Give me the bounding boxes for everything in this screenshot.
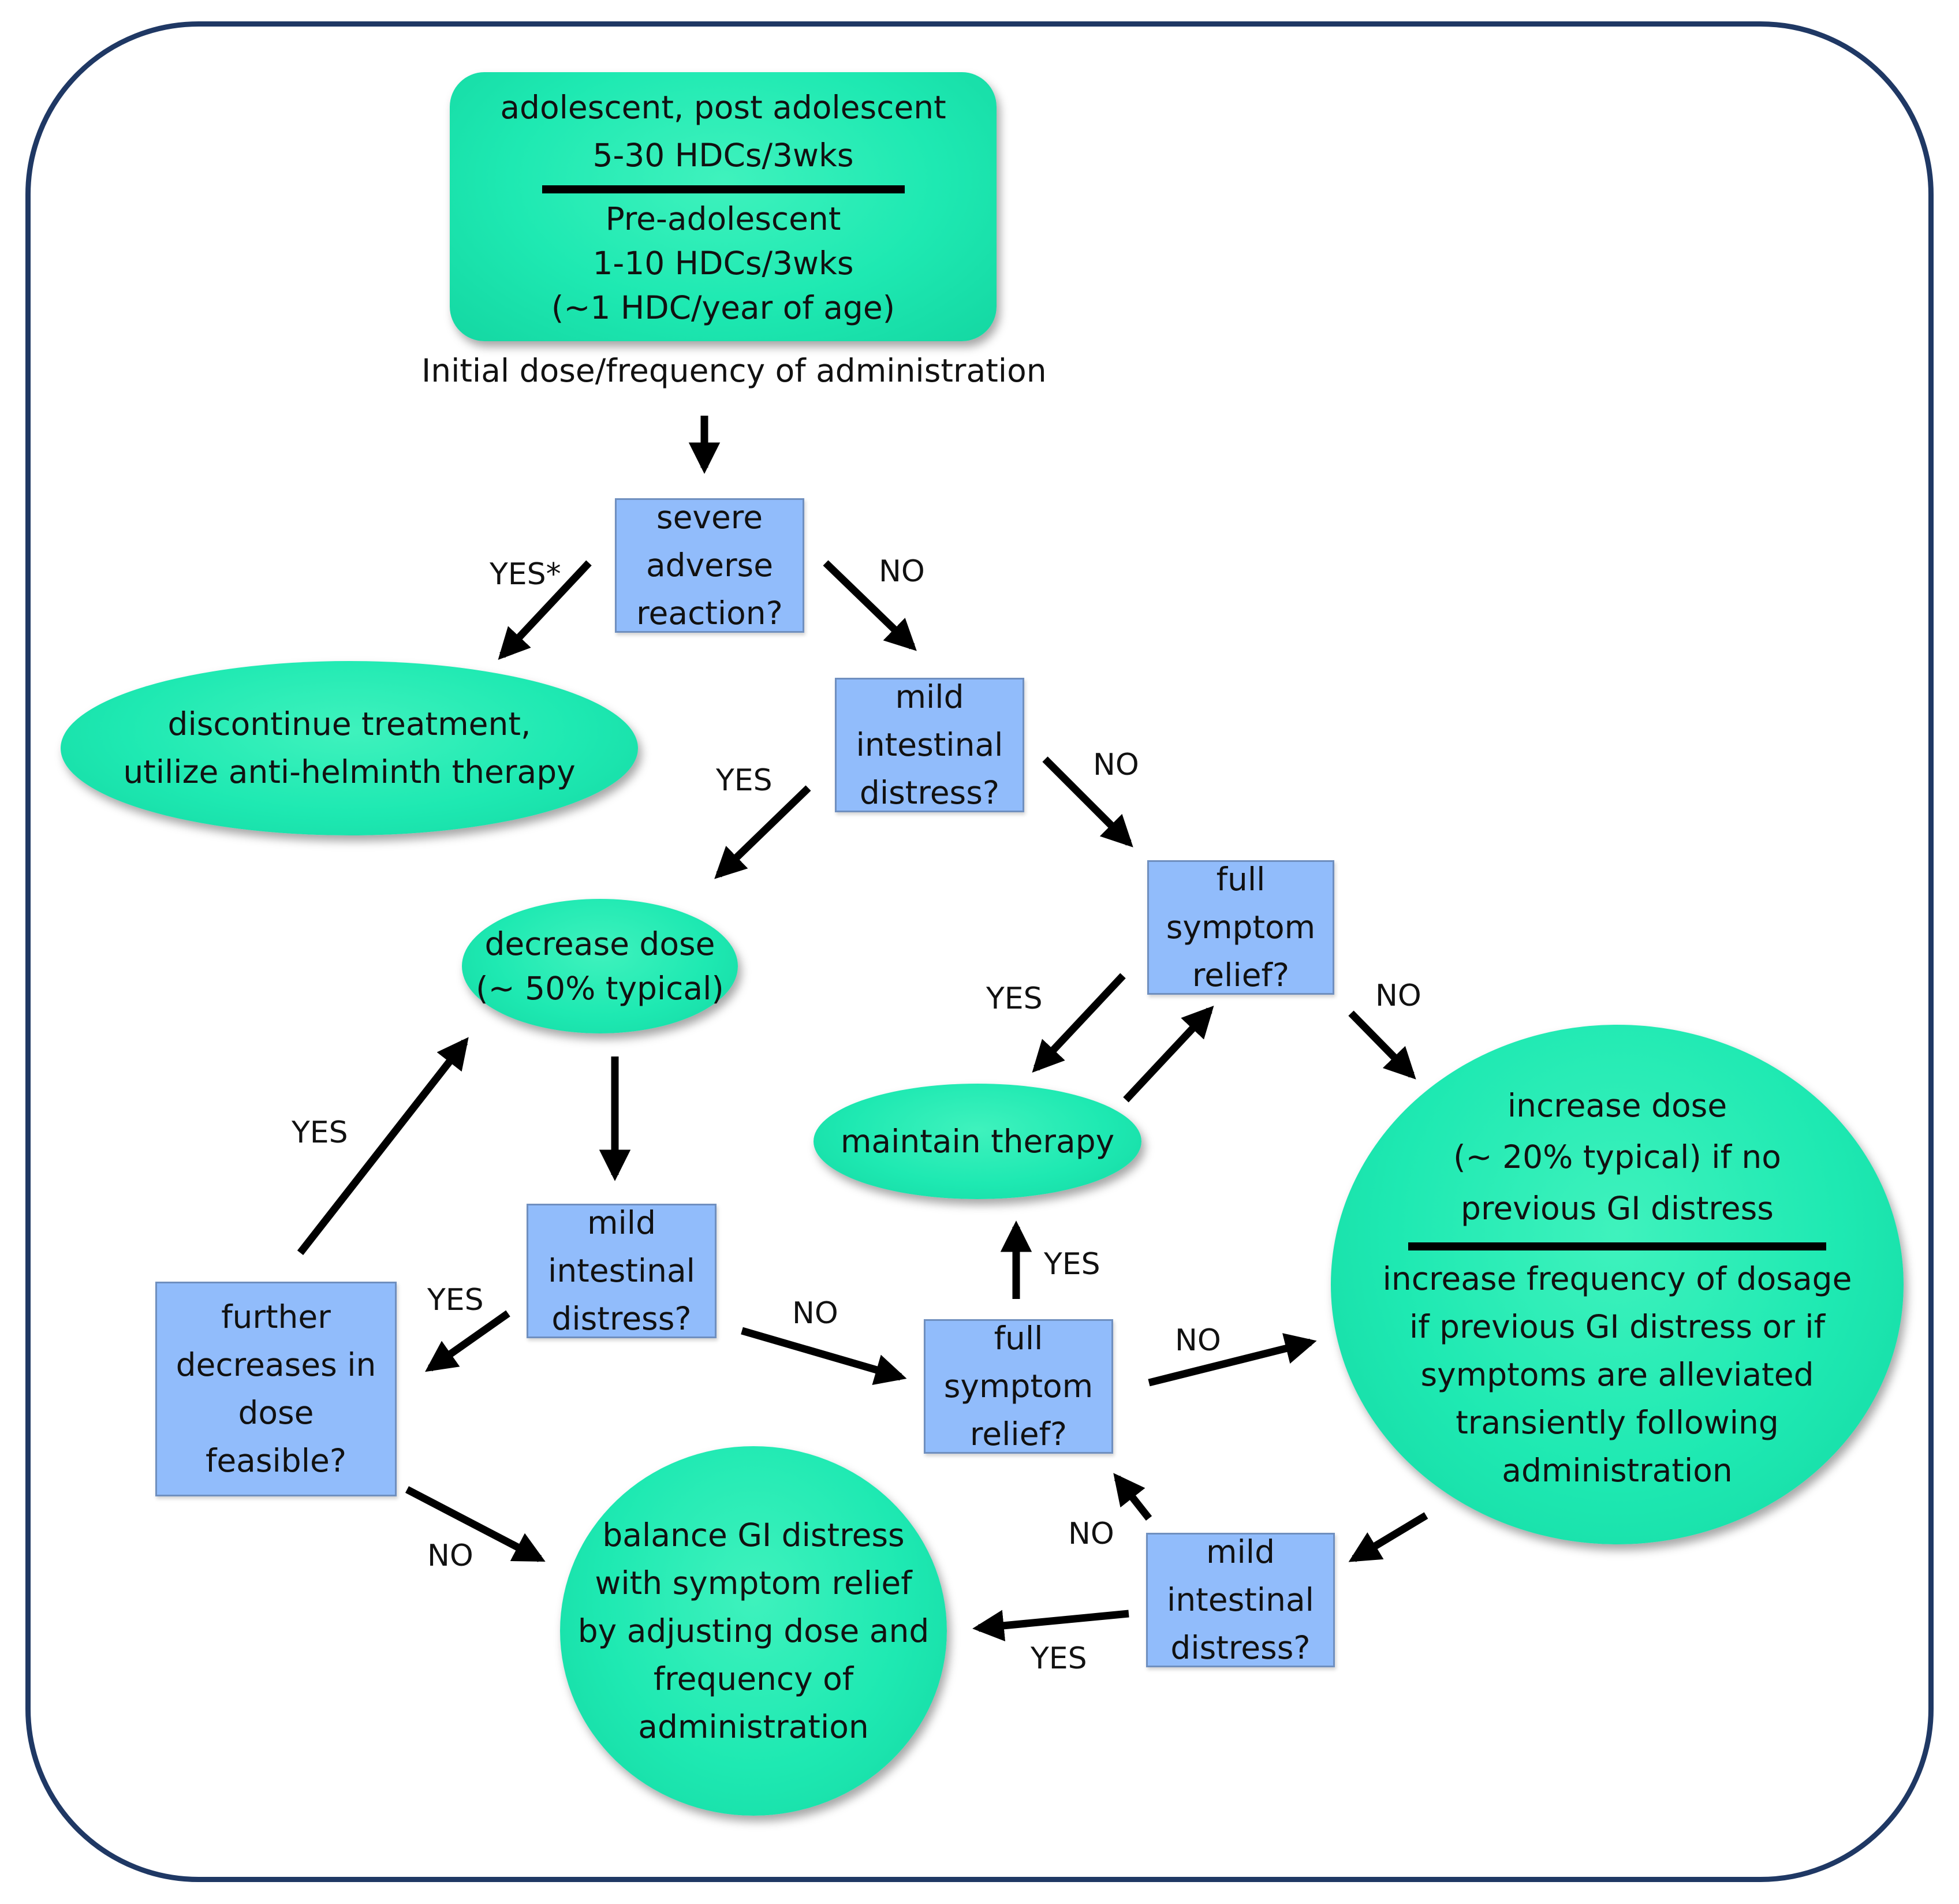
label-full1-no: NO (1375, 979, 1421, 1013)
increase-dose-node: increase dose (~ 20% typical) if no prev… (1331, 1025, 1904, 1544)
balance-node: balance GI distress with symptom relief … (560, 1446, 947, 1816)
maintain-therapy-node: maintain therapy (814, 1084, 1141, 1199)
discontinue-node: discontinue treatment, utilize anti-helm… (61, 661, 638, 835)
label-full2-no: NO (1175, 1323, 1221, 1358)
increase-dose-text: increase dose (~ 20% typical) if no prev… (1453, 1087, 1781, 1227)
arrow-severe-no (823, 560, 917, 651)
decrease-dose-node: decrease dose (~ 50% typical) (462, 899, 738, 1033)
arrow-full1-no (1348, 1010, 1416, 1080)
start-older-text: adolescent, post adolescent 5-30 HDCs/3w… (500, 88, 946, 174)
arrow-mild1-yes (714, 785, 811, 879)
arrow-mild3-yes (972, 1610, 1129, 1641)
label-further-no: NO (427, 1539, 473, 1573)
arrow-mild2-yes (425, 1310, 510, 1372)
label-mild3-yes: YES (1031, 1641, 1087, 1676)
increase-frequency-text: increase frequency of dosage if previous… (1382, 1260, 1852, 1489)
label-mild1-yes: YES (716, 763, 773, 798)
label-mild3-no: NO (1068, 1517, 1114, 1551)
mild-distress-question-2: mild intestinal distress? (527, 1204, 717, 1338)
label-severe-no: NO (879, 554, 925, 589)
label-mild1-no: NO (1093, 748, 1139, 782)
arrow-mild3-no (1113, 1473, 1152, 1521)
arrow-severe-yes (498, 560, 592, 660)
arrow-further-yes (297, 1037, 469, 1256)
mild-distress-question-1: mild intestinal distress? (835, 678, 1024, 812)
increase-divider (1408, 1242, 1826, 1250)
arrow-mild1-no (1042, 756, 1133, 848)
arrow-further-no (405, 1486, 546, 1562)
arrow-full2-no (1148, 1333, 1317, 1387)
arrow-increase-to-mild3 (1348, 1512, 1428, 1562)
full-relief-question-2: full symptom relief? (924, 1319, 1113, 1454)
arrow-mild2-no (741, 1327, 907, 1386)
arrow-maintain-to-full1 (1123, 1006, 1214, 1103)
label-severe-yes: YES* (490, 557, 561, 592)
label-full1-yes: YES (986, 981, 1043, 1016)
full-relief-question-1: full symptom relief? (1147, 860, 1334, 995)
severe-reaction-question: severe adverse reaction? (615, 498, 804, 633)
diagram-frame (25, 21, 1934, 1882)
label-mild2-no: NO (792, 1296, 838, 1331)
start-divider (542, 185, 905, 193)
start-younger-text: Pre-adolescent 1-10 HDCs/3wks (~1 HDC/ye… (551, 200, 895, 326)
further-decrease-question: further decreases in dose feasible? (155, 1282, 397, 1496)
label-further-yes: YES (292, 1115, 348, 1150)
start-caption: Initial dose/frequency of administration (421, 352, 1047, 389)
mild-distress-question-3: mild intestinal distress? (1146, 1533, 1335, 1667)
start-node: adolescent, post adolescent 5-30 HDCs/3w… (450, 72, 997, 341)
label-mild2-yes: YES (427, 1283, 484, 1317)
label-full2-yes: YES (1044, 1247, 1100, 1282)
arrow-full1-yes (1032, 973, 1126, 1073)
